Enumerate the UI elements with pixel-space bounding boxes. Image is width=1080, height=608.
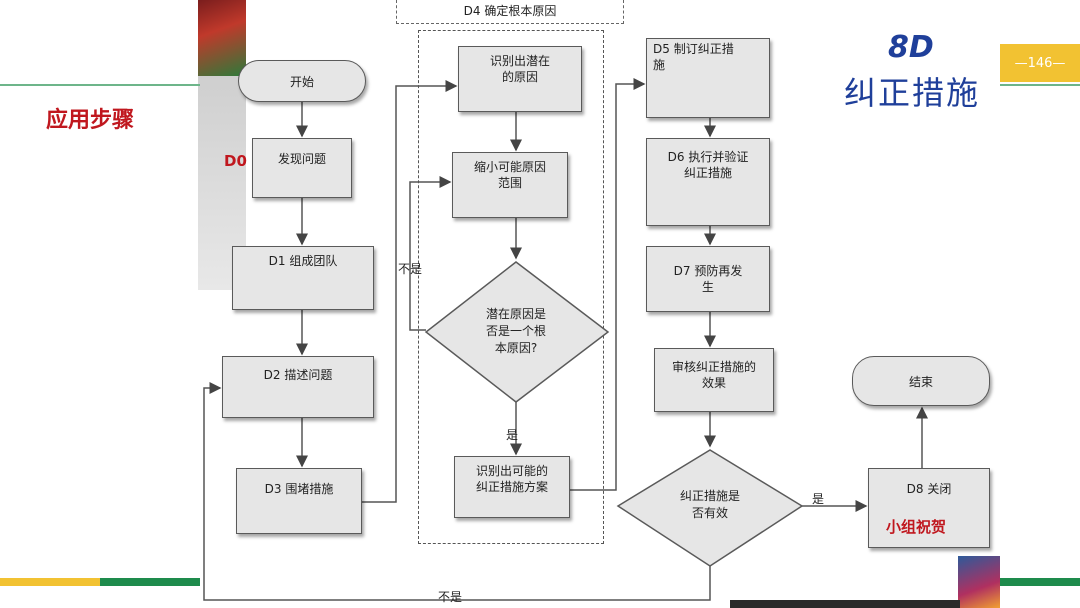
possible-actions-box: 识别出可能的纠正措施方案 [454, 456, 570, 518]
yes-label-root: 是 [506, 428, 519, 442]
footer-bar-green [0, 578, 200, 586]
effective-decision-shape [616, 449, 804, 567]
footer-bar-yellow [0, 578, 100, 586]
d6-implement-box: D6 执行并验证纠正措施 [646, 138, 770, 226]
effective-decision-text: 纠正措施是否有效 [679, 489, 740, 520]
d4-group-label: D4 确定根本原因 [396, 0, 624, 24]
no-label-root: 不是 [398, 262, 423, 276]
bottom-dark-strip [730, 600, 960, 608]
root-cause-decision-shape [424, 261, 610, 403]
top-left-decoration [198, 0, 246, 76]
d2-describe-box: D2 描述问题 [222, 356, 374, 418]
end-node: 结束 [852, 356, 990, 406]
footer-bar-right [1000, 578, 1080, 586]
d5-plan-box: D5 制订纠正措施 [646, 38, 770, 118]
d8-close-box: D8 关闭 [868, 468, 990, 548]
header-rule [0, 84, 200, 86]
d7-prevent-box: D7 预防再发生 [646, 246, 770, 312]
d4-group-frame [418, 30, 604, 544]
d1-team-box: D1 组成团队 [232, 246, 374, 310]
side-title: 应用步骤 [46, 108, 135, 133]
root-cause-decision-text: 潜在原因是否是一个根本原因? [485, 307, 546, 355]
review-effect-box: 审核纠正措施的效果 [654, 348, 774, 412]
d3-containment-box: D3 围堵措施 [236, 468, 362, 534]
celebrate-label: 小组祝贺 [886, 518, 947, 536]
start-node: 开始 [238, 60, 366, 102]
no-label-effective: 不是 [438, 590, 463, 604]
page-number: 146 [1027, 55, 1053, 71]
narrow-scope-box: 缩小可能原因范围 [452, 152, 568, 218]
d0-tag: D0 [224, 152, 247, 170]
potential-cause-box: 识别出潜在的原因 [458, 46, 582, 112]
brand-8d: 8D [888, 30, 934, 65]
yes-label-effective: 是 [812, 492, 825, 506]
page-number-badge: — 146 — [1000, 44, 1080, 82]
brand-title: 纠正措施 [844, 74, 981, 112]
right-header-rule [1000, 84, 1080, 86]
discover-problem-box: 发现问题 [252, 138, 352, 198]
bottom-right-decoration [958, 556, 1000, 608]
